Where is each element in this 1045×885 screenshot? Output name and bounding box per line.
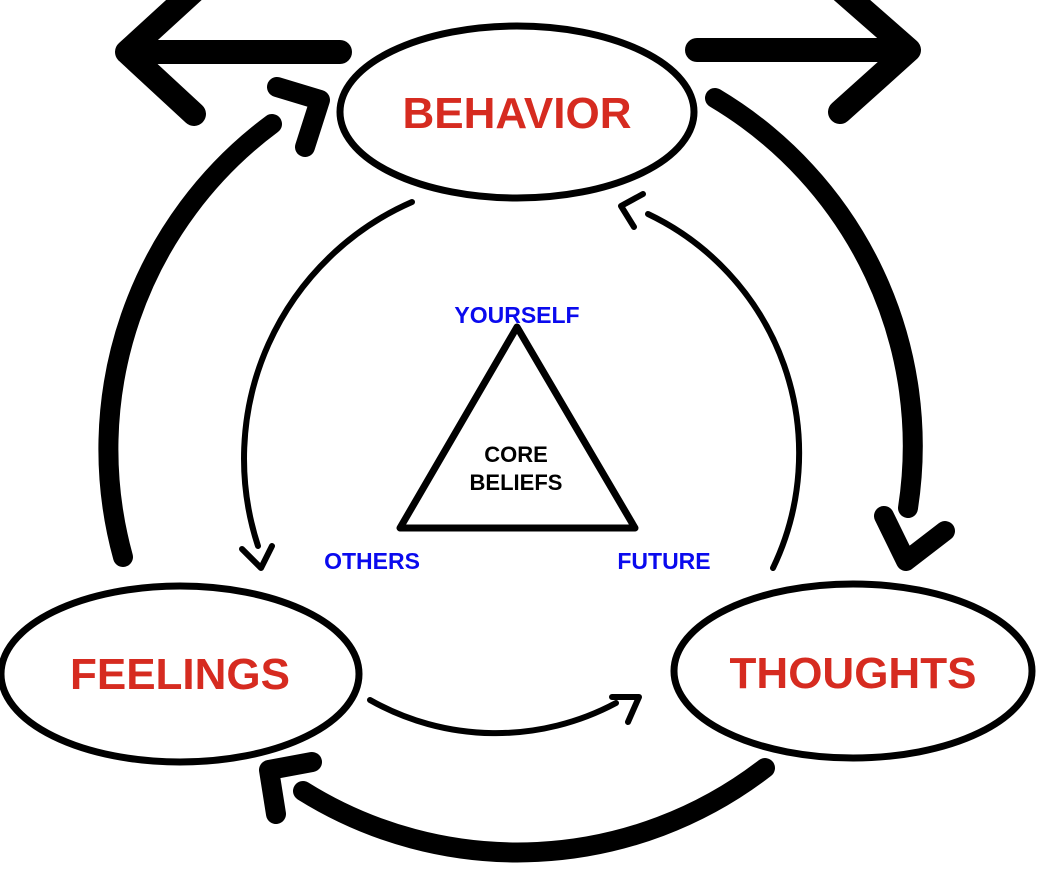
- arrow-feelings-to-behavior-curve: [98, 114, 282, 567]
- outward-arrows: [115, 0, 921, 126]
- arrow-behavior-to-thoughts-head: [874, 506, 955, 571]
- arrow-feelings-to-thoughts-icon: [367, 694, 642, 737]
- core-beliefs-label-line1: CORE: [484, 442, 548, 467]
- node-behavior-ellipse: [336, 22, 698, 202]
- arrow-feelings-to-behavior-icon: [98, 77, 330, 567]
- arrow-out-left-icon: [115, 0, 352, 126]
- arrow-behavior-to-thoughts-icon: [705, 88, 955, 571]
- label-others: OTHERS: [324, 548, 420, 574]
- node-thoughts-label: THOUGHTS: [730, 649, 977, 698]
- arrow-out-left-head: [115, 0, 206, 126]
- label-yourself: YOURSELF: [454, 302, 579, 328]
- arrow-feelings-to-thoughts-head: [609, 694, 642, 725]
- thin-cycle-arrows: [239, 191, 803, 737]
- core-beliefs-triangle: [396, 323, 639, 532]
- node-feelings-ellipse: [0, 582, 363, 766]
- core-beliefs-label-line2: BELIEFS: [470, 470, 563, 495]
- arrow-behavior-to-feelings-icon: [239, 199, 415, 571]
- arrow-thoughts-to-behavior-icon: [618, 191, 803, 571]
- label-future: FUTURE: [617, 548, 710, 574]
- arrow-behavior-to-feelings-head: [239, 543, 275, 571]
- node-behavior-label: BEHAVIOR: [403, 89, 632, 138]
- arrow-thoughts-to-feelings-head: [259, 752, 322, 824]
- arrow-thoughts-to-behavior-head: [618, 191, 646, 230]
- arrow-behavior-to-thoughts-curve: [705, 88, 923, 518]
- node-feelings-label: FEELINGS: [70, 650, 290, 699]
- thick-cycle-arrows: [98, 77, 955, 863]
- node-ellipses: [0, 22, 1036, 766]
- node-thoughts-ellipse: [670, 580, 1036, 762]
- arrow-out-right-icon: [685, 0, 921, 124]
- arrow-thoughts-to-feelings-curve: [293, 758, 775, 863]
- arrow-behavior-to-feelings-curve: [241, 199, 415, 549]
- arrow-feelings-to-thoughts-curve: [367, 697, 619, 737]
- arrow-thoughts-to-feelings-icon: [259, 752, 775, 863]
- arrow-out-right-head: [828, 0, 921, 124]
- arrow-feelings-to-behavior-head: [267, 77, 330, 157]
- arrow-thoughts-to-behavior-curve: [645, 211, 803, 571]
